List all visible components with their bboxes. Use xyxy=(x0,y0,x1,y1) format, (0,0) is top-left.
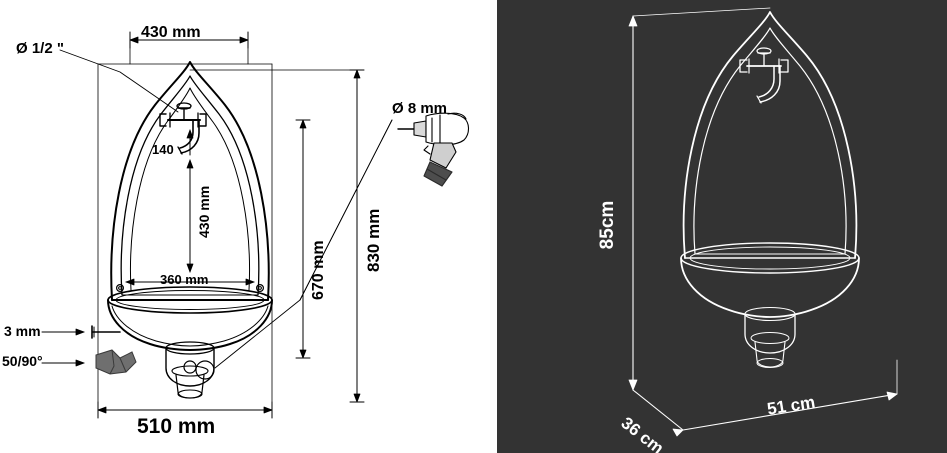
label-height-430: 430 mm xyxy=(196,185,212,238)
label-height-85cm: 85cm xyxy=(597,201,618,250)
left-drawing-svg xyxy=(41,31,470,419)
label-screw-size: 3 mm xyxy=(4,323,41,339)
left-panel-technical-drawing: Ø 1/2 " 430 mm 140 430 mm 360 mm 670 mm … xyxy=(2,24,470,438)
label-width-360: 360 mm xyxy=(160,272,209,287)
label-height-670: 670 mm xyxy=(310,240,327,300)
label-width-430: 430 mm xyxy=(141,24,201,41)
wall-plug-icon xyxy=(95,349,137,375)
label-thread-size: Ø 1/2 " xyxy=(16,40,64,57)
label-height-830: 830 mm xyxy=(364,208,383,272)
drill-icon xyxy=(397,112,470,187)
label-width-51cm: 51 cm xyxy=(766,392,817,418)
right-drawing-svg: 85cm 51 cm 36 cm xyxy=(597,7,898,453)
label-depth-36cm: 36 cm xyxy=(618,413,668,453)
label-height-140: 140 xyxy=(152,142,174,157)
label-drill-diameter: Ø 8 mm xyxy=(392,100,448,117)
label-plug-angle: 50/90° xyxy=(2,353,43,369)
right-panel-overall-dimensions: 85cm 51 cm 36 cm xyxy=(497,0,947,453)
label-width-510: 510 mm xyxy=(137,415,216,438)
